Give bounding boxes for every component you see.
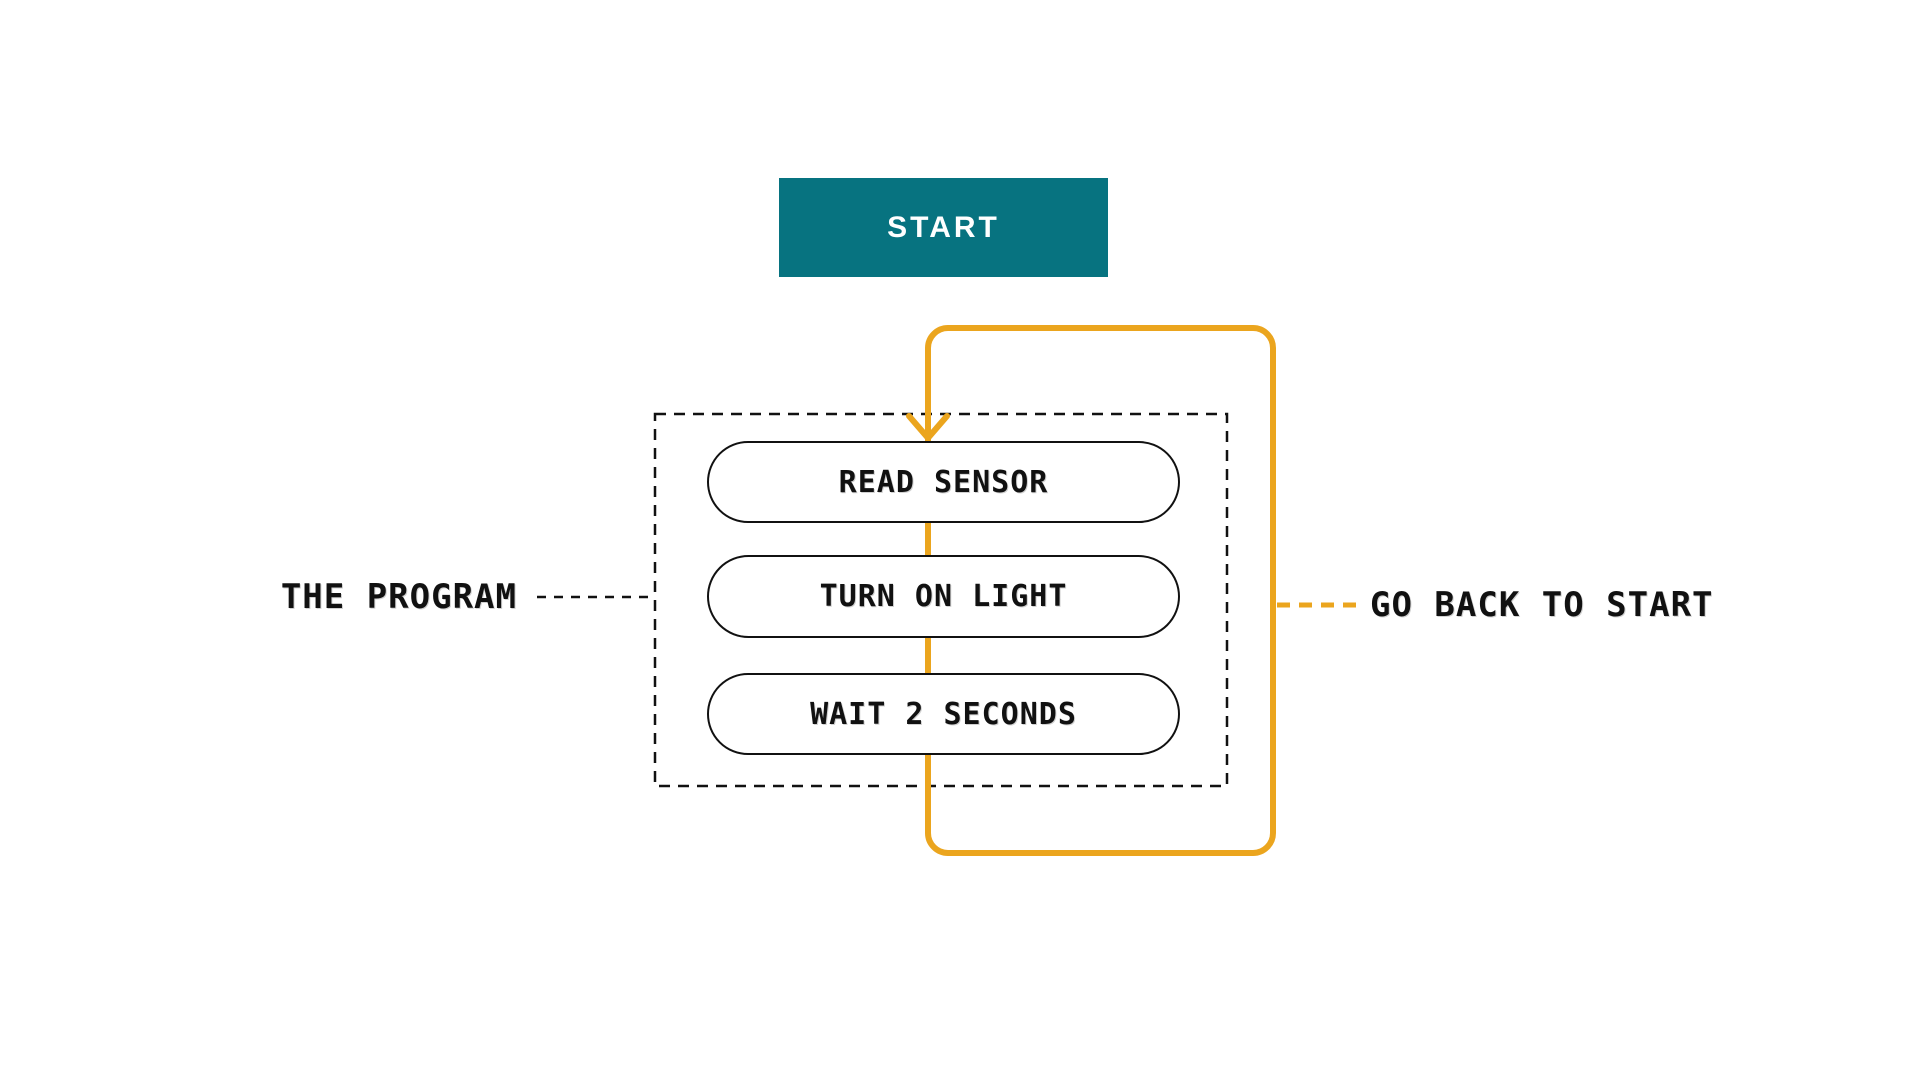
start-node-label: START	[887, 210, 1000, 244]
program-annotation-label: THE PROGRAM	[280, 577, 517, 617]
step-label: WAIT 2 SECONDS	[810, 696, 1077, 732]
step-label: READ SENSOR	[838, 464, 1049, 500]
loop-annotation-label: GO BACK TO START	[1370, 585, 1714, 625]
start-node: START	[779, 178, 1108, 277]
program-boundary-box	[653, 412, 1229, 788]
step-node-turn-on-light: TURN ON LIGHT	[707, 555, 1180, 638]
step-node-read-sensor: READ SENSOR	[707, 441, 1180, 523]
loop-arrowhead	[906, 413, 950, 441]
step-label: TURN ON LIGHT	[819, 579, 1068, 614]
step-node-wait-2-seconds: WAIT 2 SECONDS	[707, 673, 1180, 755]
